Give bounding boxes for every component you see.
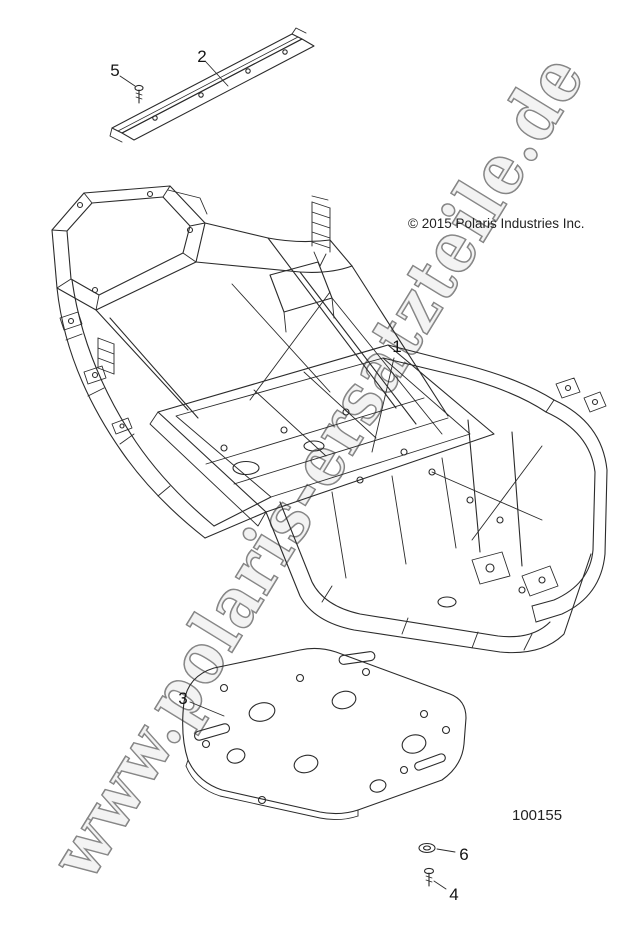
- frame-drawing: [51, 27, 608, 890]
- leader-line-5: [119, 75, 136, 87]
- skid-plate-part-3: [182, 647, 467, 821]
- leader-line-2: [205, 61, 229, 87]
- leader-line-3: [189, 701, 225, 717]
- callout-4: 4: [449, 885, 458, 904]
- callout-5: 5: [110, 61, 119, 80]
- callout-6: 6: [459, 845, 468, 864]
- callout-2: 2: [197, 47, 206, 66]
- left-coil-icon: [97, 337, 115, 375]
- front-cage: [51, 185, 208, 311]
- callout-1: 1: [392, 337, 401, 356]
- floor-bed: [149, 344, 495, 527]
- callout-3: 3: [178, 689, 187, 708]
- rear-section: [265, 344, 608, 654]
- main-frame-part-1: [51, 185, 608, 654]
- upper-tubes: [195, 222, 449, 435]
- bolt-icon-bottom: [423, 867, 435, 887]
- shock-coil-icon: [311, 195, 331, 267]
- leader-line-1: [371, 357, 395, 453]
- labels: 2 5 1 3 6 4 © 2015 Polaris Industries In…: [110, 47, 584, 904]
- top-rail-part-2: [109, 27, 315, 143]
- bolt-icon: [134, 84, 144, 104]
- left-lower-rail: [56, 279, 272, 539]
- washer-icon: [418, 842, 436, 854]
- leader-lines: [119, 61, 456, 890]
- leader-line-4: [433, 880, 447, 890]
- copyright-text: © 2015 Polaris Industries Inc.: [408, 216, 585, 231]
- leader-line-6: [436, 848, 456, 853]
- part-number: 100155: [512, 807, 562, 824]
